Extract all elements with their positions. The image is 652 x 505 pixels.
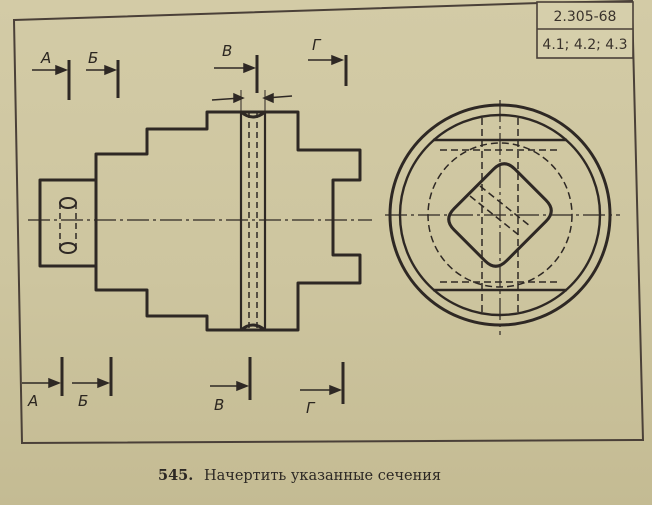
stamp-standard: 2.305-68 [554, 9, 617, 25]
square-boss [447, 162, 553, 268]
end-cap [38, 178, 98, 268]
stepped-shaft-outline [94, 110, 362, 332]
label-a-top: А [40, 49, 51, 67]
stamp-box: 2.305-68 4.1; 4.2; 4.3 [536, 1, 634, 59]
section-markers-bottom [60, 357, 345, 404]
drawing-frame [12, 0, 645, 445]
label-a-bottom: А [27, 392, 38, 410]
groove-bottom [240, 323, 266, 332]
section-markers-top [67, 55, 348, 100]
front-view [38, 110, 362, 332]
label-g-bottom: Г [306, 399, 316, 417]
hole-bottom-icon [59, 242, 77, 254]
label-v-bottom: В [214, 396, 224, 414]
groove-top [240, 110, 266, 119]
figure-caption-text: Начертить указанные сечения [204, 468, 441, 484]
label-g-top: Г [312, 36, 322, 54]
label-b-bottom: Б [78, 392, 88, 410]
stamp-refs: 4.1; 4.2; 4.3 [542, 37, 627, 53]
section-arrows-top [32, 54, 345, 112]
label-v-top: В [222, 42, 232, 60]
section-arrows-bottom [22, 377, 343, 396]
side-centerlines [385, 100, 620, 335]
figure-number: 545. [158, 467, 193, 484]
figure-caption: 545. Начертить указанные сечения [158, 467, 441, 484]
label-b-top: Б [88, 49, 98, 67]
hole-top-icon [59, 197, 77, 209]
front-hidden-lines [59, 112, 258, 330]
